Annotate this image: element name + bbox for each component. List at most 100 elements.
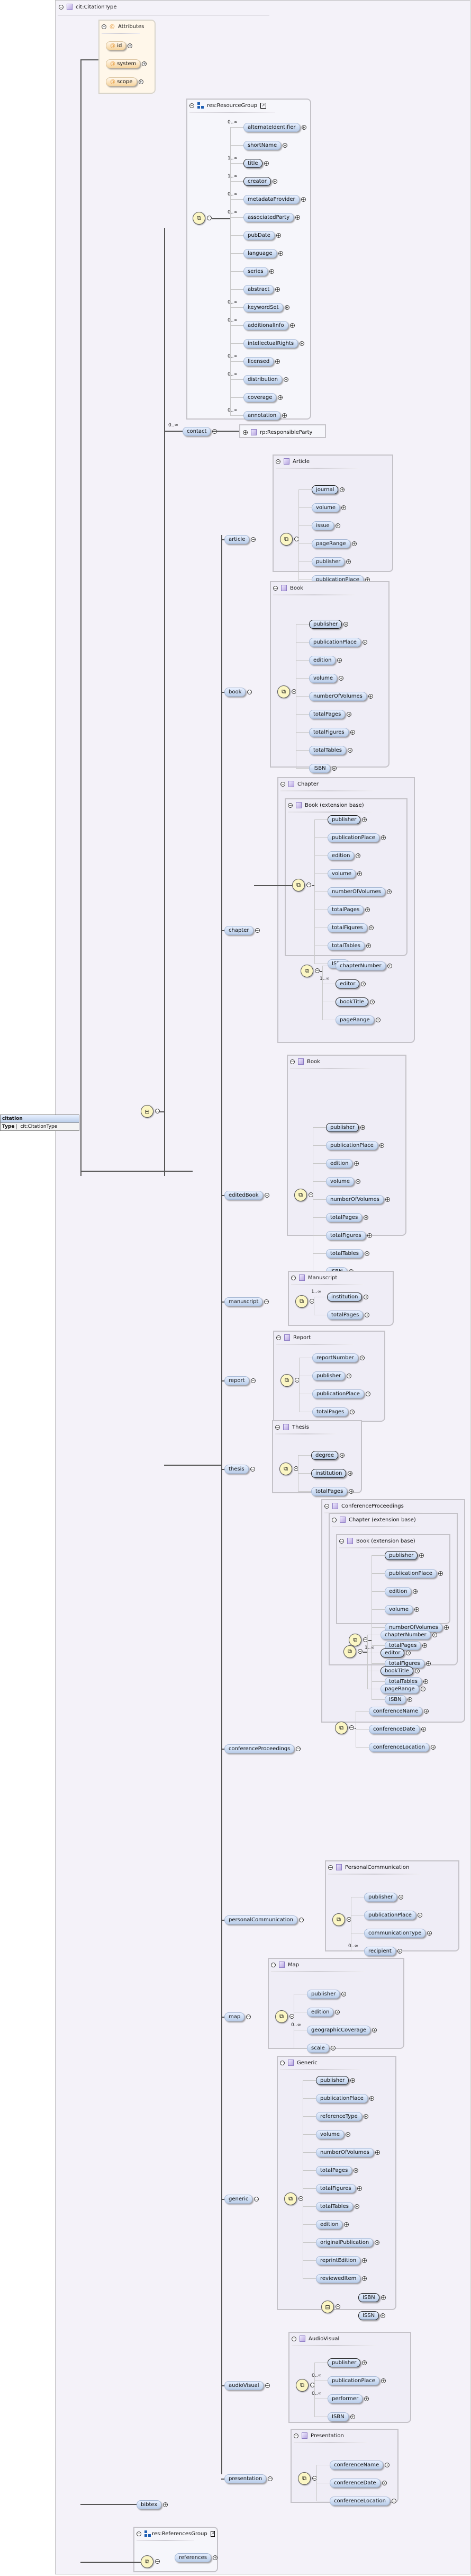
element-recipient[interactable]: recipient+ <box>364 1947 402 1956</box>
expand-icon[interactable]: + <box>335 523 340 528</box>
element-shortName[interactable]: shortName+ <box>243 141 288 150</box>
element-map[interactable]: map− <box>224 2012 251 2021</box>
sequence-compositor-icon[interactable]: ⧉ <box>335 1722 348 1734</box>
expand-icon[interactable]: + <box>407 1697 412 1702</box>
expand-icon[interactable]: + <box>346 559 351 564</box>
element-totalPages[interactable]: totalPages+ <box>312 1407 355 1416</box>
expand-icon[interactable]: + <box>284 305 289 310</box>
element-publicationPlace[interactable]: publicationPlace+ <box>316 2094 374 2103</box>
element-geographicCoverage[interactable]: geographicCoverage+ <box>307 2026 377 2035</box>
element-references[interactable]: references+ <box>175 2553 218 2562</box>
element-edition[interactable]: edition+ <box>309 656 342 665</box>
element-coverage[interactable]: coverage+ <box>243 393 283 402</box>
element-generic[interactable]: generic− <box>224 2195 259 2204</box>
expand-icon[interactable]: + <box>330 2046 336 2051</box>
element-degree[interactable]: degree+ <box>311 1451 345 1460</box>
element-journal[interactable]: journal+ <box>312 485 345 494</box>
element-publisher[interactable]: publisher+ <box>312 557 351 566</box>
expand-icon[interactable]: + <box>422 1643 428 1648</box>
expand-icon[interactable]: + <box>356 853 361 858</box>
element-totalFigures[interactable]: totalFigures+ <box>385 1659 431 1668</box>
expand-icon[interactable]: + <box>335 2010 340 2015</box>
expand-icon[interactable]: + <box>417 1913 422 1918</box>
sequence-compositor-icon[interactable]: ⧉ <box>277 685 290 698</box>
element-totalFigures[interactable]: totalFigures+ <box>316 2184 362 2193</box>
expand-icon[interactable]: + <box>381 835 386 840</box>
element-chapter[interactable]: chapter− <box>224 926 260 935</box>
element-pageRange[interactable]: pageRange+ <box>312 539 357 548</box>
element-book[interactable]: book− <box>224 688 252 697</box>
expand-icon[interactable]: + <box>362 640 367 645</box>
element-conferenceLocation[interactable]: conferenceLocation+ <box>369 1743 436 1752</box>
expand-icon[interactable]: + <box>357 2186 362 2191</box>
collapse-icon[interactable]: − <box>292 2336 296 2341</box>
collapse-icon[interactable]: − <box>306 883 311 887</box>
element-bookTitle[interactable]: bookTitle+ <box>381 1666 420 1675</box>
expand-icon[interactable]: + <box>163 2502 168 2507</box>
element-conferenceName[interactable]: conferenceName+ <box>330 2461 390 2470</box>
collapse-icon[interactable]: − <box>273 585 278 591</box>
element-series[interactable]: series+ <box>243 267 274 276</box>
expand-icon[interactable]: + <box>340 1453 345 1458</box>
expand-icon[interactable]: + <box>432 1633 437 1637</box>
expand-icon[interactable]: + <box>425 1661 431 1666</box>
element-publisher[interactable]: publisher+ <box>328 2358 367 2367</box>
element-totalPages[interactable]: totalPages+ <box>309 710 352 719</box>
element-distribution[interactable]: distribution+ <box>243 375 288 384</box>
expand-icon[interactable]: + <box>354 2168 359 2173</box>
expand-icon[interactable]: + <box>372 2028 377 2033</box>
expand-icon[interactable]: + <box>339 676 344 681</box>
collapse-icon[interactable]: − <box>296 1746 301 1751</box>
element-publisher[interactable]: publisher+ <box>326 1123 366 1132</box>
expand-icon[interactable]: + <box>419 1553 424 1558</box>
expand-icon[interactable]: + <box>278 395 283 400</box>
element-totalPages[interactable]: totalPages+ <box>328 905 370 914</box>
collapse-icon[interactable]: − <box>246 2015 251 2019</box>
expand-icon[interactable]: + <box>391 2499 396 2503</box>
element-keywordSet[interactable]: keywordSet+ <box>243 303 289 312</box>
attribute-system[interactable]: system+ <box>106 59 147 68</box>
sequence-compositor-icon[interactable]: ⧉ <box>193 212 205 225</box>
expand-icon[interactable]: + <box>350 2078 356 2083</box>
element-performer[interactable]: performer+ <box>328 2394 369 2403</box>
external-link-icon[interactable]: ↗ <box>210 2530 215 2537</box>
expand-icon[interactable]: + <box>369 2096 374 2101</box>
element-numberOfVolumes[interactable]: numberOfVolumes+ <box>309 692 373 701</box>
sequence-compositor-icon[interactable]: ⧉ <box>275 2010 288 2023</box>
expand-icon[interactable]: + <box>381 2313 386 2318</box>
element-pageRange[interactable]: pageRange+ <box>336 1015 381 1024</box>
element-conferenceDate[interactable]: conferenceDate+ <box>369 1725 426 1734</box>
element-numberOfVolumes[interactable]: numberOfVolumes+ <box>328 887 392 896</box>
collapse-icon[interactable]: − <box>137 2531 141 2536</box>
expand-icon[interactable]: + <box>289 323 295 328</box>
expand-icon[interactable]: + <box>138 79 143 84</box>
element-scale[interactable]: scale+ <box>307 2044 336 2053</box>
expand-icon[interactable]: + <box>360 1125 366 1130</box>
sequence-compositor-icon[interactable]: ⧉ <box>295 1295 308 1308</box>
expand-icon[interactable]: + <box>385 1197 390 1202</box>
expand-icon[interactable]: + <box>354 1161 359 1166</box>
expand-icon[interactable]: + <box>364 1215 369 1220</box>
expand-icon[interactable]: + <box>354 2204 359 2209</box>
element-publisher[interactable]: publisher+ <box>307 1990 347 1999</box>
element-publicationPlace[interactable]: publicationPlace+ <box>328 833 386 842</box>
expand-icon[interactable]: + <box>346 2132 351 2137</box>
expand-icon[interactable]: + <box>350 2414 355 2419</box>
collapse-icon[interactable]: − <box>250 1378 256 1383</box>
element-reprintEdition[interactable]: reprintEdition+ <box>316 2256 367 2265</box>
expand-icon[interactable]: + <box>398 1895 404 1900</box>
element-publicationPlace[interactable]: publicationPlace+ <box>326 1141 384 1150</box>
element-additionalInfo[interactable]: additionalInfo+ <box>243 321 295 330</box>
sequence-compositor-icon[interactable]: ⧉ <box>332 1913 345 1926</box>
expand-icon[interactable]: + <box>381 2378 386 2383</box>
expand-icon[interactable]: + <box>387 964 392 968</box>
collapse-icon[interactable]: − <box>264 1299 269 1304</box>
element-editor[interactable]: editor+ <box>381 1648 411 1657</box>
collapse-icon[interactable]: − <box>264 1193 269 1198</box>
element-edition[interactable]: edition+ <box>307 2008 340 2017</box>
expand-icon[interactable]: + <box>347 1374 352 1378</box>
expand-icon[interactable]: + <box>362 2258 367 2263</box>
expand-icon[interactable]: + <box>212 2555 218 2560</box>
element-publisher[interactable]: publisher+ <box>385 1551 424 1560</box>
